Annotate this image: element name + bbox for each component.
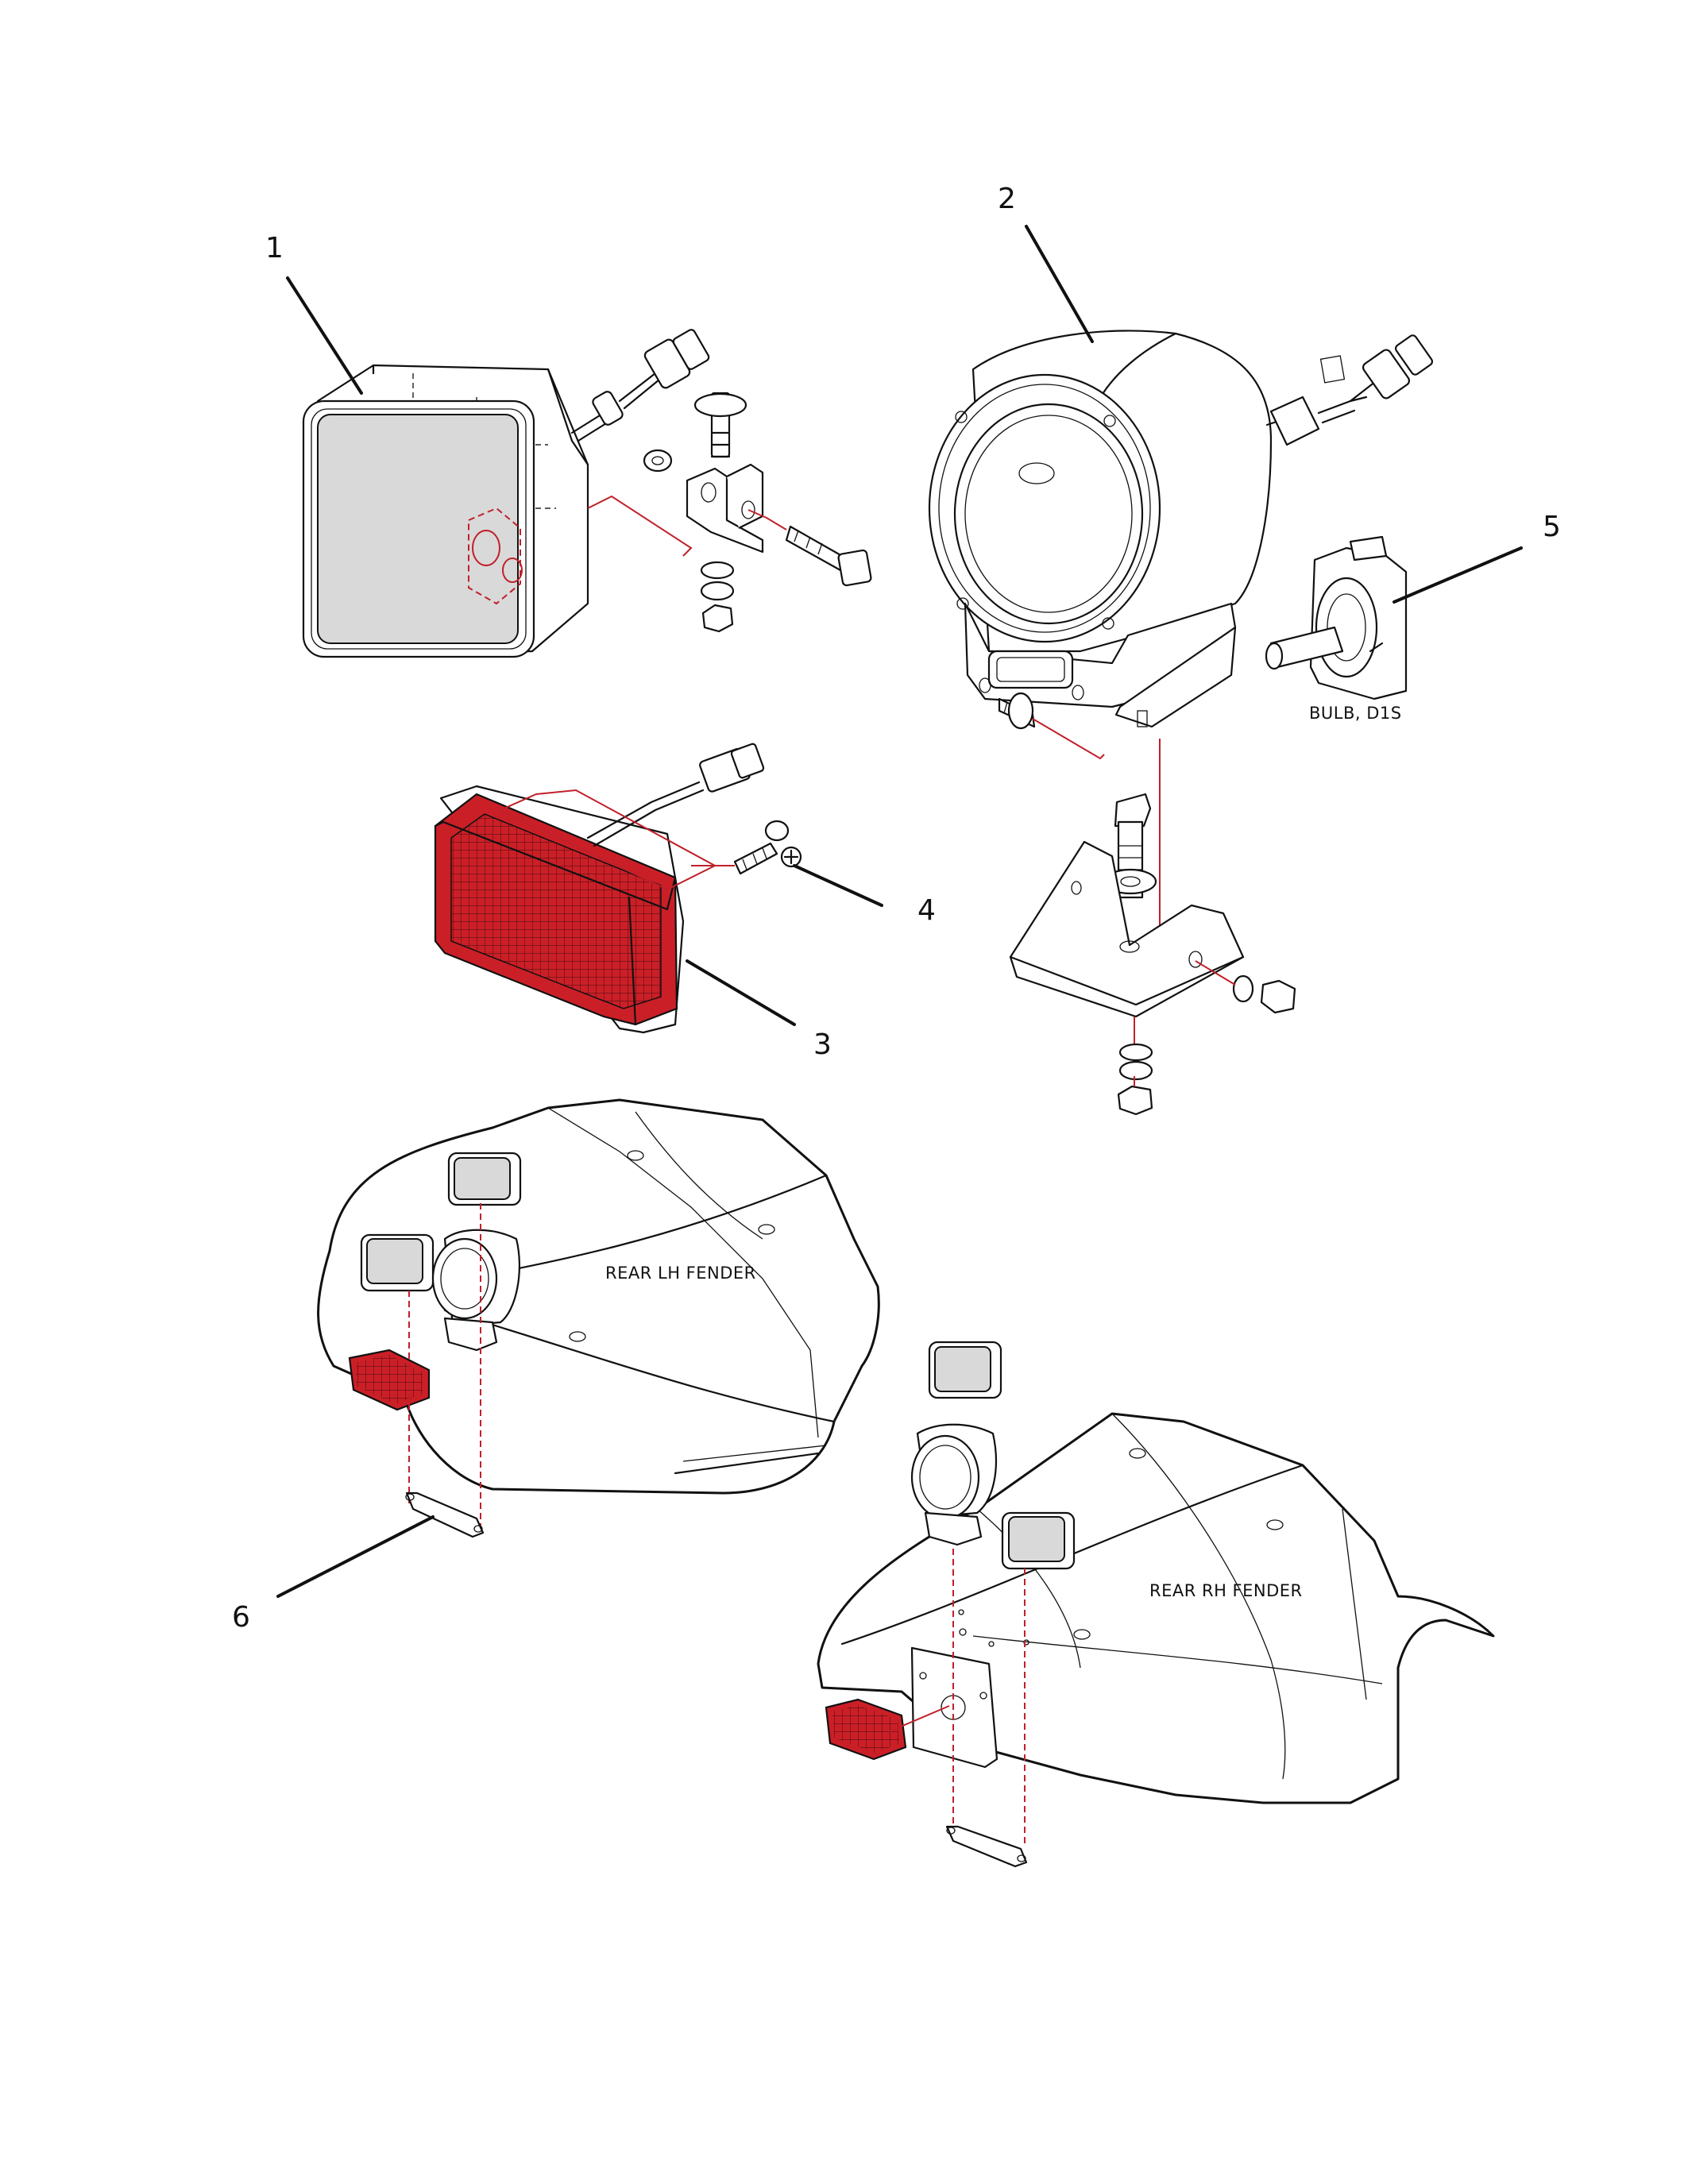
leader-lines <box>276 225 1523 1598</box>
rear-rh-fender-assembly <box>817 1341 1495 1868</box>
hid-mounting-bracket <box>998 692 1296 1116</box>
callout-1: 1 <box>265 232 284 264</box>
callout-5: 5 <box>1543 511 1561 543</box>
rear-lh-fender-label: REAR LH FENDER <box>605 1264 756 1283</box>
callout-3: 3 <box>813 1028 832 1061</box>
d1s-bulb <box>1265 535 1408 700</box>
bulb-label: BULB, D1S <box>1309 704 1402 723</box>
rear-lh-fender-assembly <box>317 1098 880 1538</box>
rectangular-work-lamp <box>302 329 710 658</box>
round-hid-lamp <box>928 330 1434 728</box>
lamp-bracket-hardware <box>643 392 872 633</box>
callout-4: 4 <box>917 894 936 927</box>
red-tail-lamp <box>434 743 802 1034</box>
callout-2: 2 <box>998 183 1016 215</box>
callout-6: 6 <box>232 1601 250 1634</box>
rear-rh-fender-label: REAR RH FENDER <box>1149 1581 1303 1600</box>
